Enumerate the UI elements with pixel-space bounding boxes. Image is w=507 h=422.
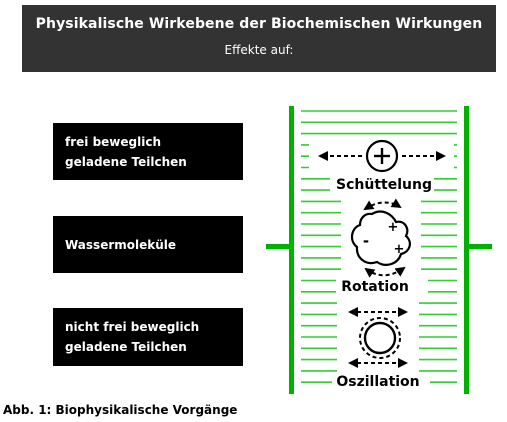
rotation-arrow-bottom-icon <box>364 266 406 278</box>
label-box-line: nicht frei beweglich <box>65 320 200 334</box>
label-box-bound-charged-particles: nicht frei beweglich geladene Teilchen <box>53 308 243 366</box>
oscillation-label: Oszillation <box>336 374 419 390</box>
page-title: Physikalische Wirkebene der Biochemische… <box>35 16 483 32</box>
shaking-label-backdrop <box>330 174 434 194</box>
rotation-group: + + - Rotation <box>336 196 428 296</box>
oscillation-group: Oszillation <box>332 298 430 390</box>
plus-charge-top: + <box>388 220 399 235</box>
right-electrode <box>464 106 469 394</box>
right-terminal <box>469 244 492 249</box>
minus-charge: - <box>363 232 369 250</box>
label-box-line: Wassermoleküle <box>65 237 177 252</box>
label-box-water-molecules: Wassermoleküle <box>53 216 243 273</box>
water-molecule-icon <box>350 210 411 266</box>
page-subtitle: Effekte auf: <box>224 43 294 57</box>
shaking-group: Schüttelung <box>309 138 454 194</box>
label-box-line: frei beweglich <box>65 134 161 149</box>
left-electrode <box>289 106 294 394</box>
label-box-free-charged-particles: frei beweglich geladene Teilchen <box>53 123 243 180</box>
plus-charge-bottom: + <box>394 242 405 257</box>
oscillation-label-backdrop <box>332 374 430 390</box>
rotation-label: Rotation <box>341 279 409 295</box>
figure-caption: Abb. 1: Biophysikalische Vorgänge <box>3 403 238 417</box>
label-box-line: geladene Teilchen <box>65 154 187 169</box>
left-terminal <box>266 244 289 249</box>
rotation-arrow-top-icon <box>363 198 402 211</box>
header-banner: Physikalische Wirkebene der Biochemische… <box>22 5 496 72</box>
shaking-label: Schüttelung <box>336 177 432 193</box>
rotation-label-backdrop <box>336 278 428 296</box>
label-box-line: geladene Teilchen <box>65 340 187 354</box>
bound-particle-icon <box>363 321 397 355</box>
